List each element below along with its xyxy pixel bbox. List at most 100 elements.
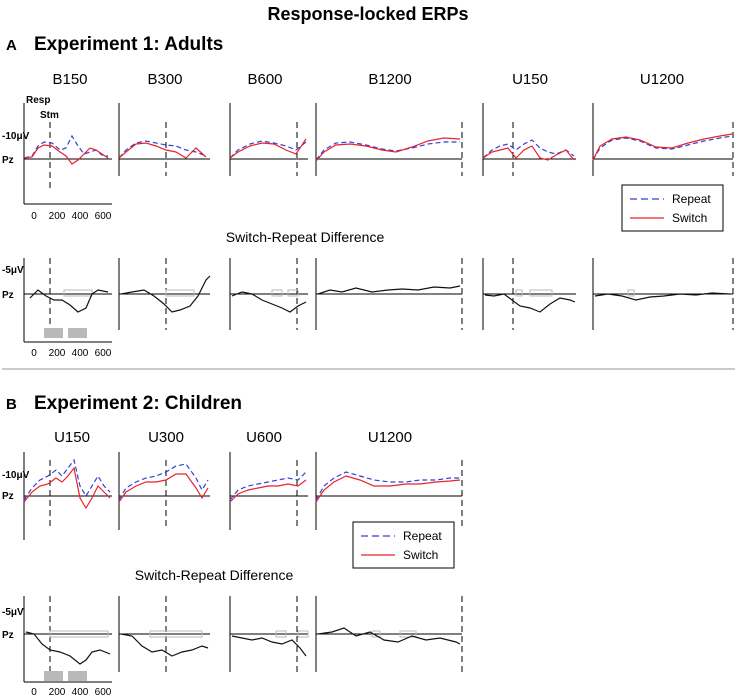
sig-window [49,630,109,638]
cond-label-u600: U600 [246,429,282,446]
tick-400: 400 [72,211,89,222]
panel-b-diff-electrode: Pz [2,630,14,641]
panel-a-erp-scale: -10μV [2,131,30,142]
repeat-line-u1200 [592,135,733,161]
sig-window [287,289,299,297]
panel-b-difference-plots [23,596,463,683]
switch-line-u150 [482,145,575,161]
repeat-line-b150 [23,134,109,159]
panel-a-condition-labels: B150 B300 B600 B1200 U150 U1200 [52,71,684,88]
panel-a-diff-scale: -5μV [2,265,24,276]
cond-label-b300: B300 [147,71,182,88]
legend-switch-label: Switch [672,211,707,225]
panel-a-erp-plots [23,103,734,205]
tick-200: 200 [49,211,66,222]
tick-200: 200 [49,687,66,698]
cond-label-b600: B600 [247,71,282,88]
sig-window [529,289,553,297]
diff-line-u300 [120,633,209,657]
repeat-line-b300 [118,140,207,159]
tick-600: 600 [95,687,112,698]
switch-line-b1200 [315,137,461,162]
switch-line-u1200 [315,475,461,503]
diff-line-u1200 [594,292,731,301]
legend-repeat-label: Repeat [672,192,711,206]
sig-window [63,289,93,297]
tick-0: 0 [31,211,37,222]
legend-repeat-label: Repeat [403,529,442,543]
diff-line-b1200 [317,285,461,295]
panel-b-erp-plots [23,452,463,540]
repeat-line-u600 [229,471,307,501]
tick-0: 0 [31,687,37,698]
panel-a-legend: Repeat Switch [621,184,724,232]
sig-window [149,630,203,638]
repeat-line-b1200 [315,141,460,161]
panel-b-erp-scale: -10μV [2,470,30,481]
switch-line-b600 [229,138,307,159]
repeat-line-u300 [118,463,209,501]
repeat-line-u150 [482,139,575,159]
cond-label-u150: U150 [512,71,548,88]
diff-line-b600 [231,291,307,313]
panel-a-x-ticks: 0 200 400 600 [31,211,112,222]
switch-line-u1200 [592,133,733,161]
panel-b-erp-electrode: Pz [2,491,14,502]
cond-label-u300: U300 [148,429,184,446]
sig-window [627,289,635,297]
sig-bar-1 [44,671,63,681]
panel-a-erp-electrode: Pz [2,155,14,166]
diff-line-u600 [231,635,307,657]
switch-line-b300 [118,142,207,159]
diff-line-b300 [120,275,211,313]
sig-window [515,289,523,297]
tick-0: 0 [31,348,37,359]
panel-b-diff-scale: -5μV [2,607,24,618]
legend-box [621,184,724,232]
stm-label: Stm [40,110,59,121]
panel-a-difference-plots [23,258,734,343]
legend-switch-label: Switch [403,548,438,562]
repeat-line-u150 [23,458,111,501]
figure-title: Response-locked ERPs [267,4,468,24]
cond-label-u1200: U1200 [640,71,684,88]
resp-label: Resp [26,95,50,106]
repeat-line-b600 [229,140,307,159]
panel-b-condition-labels: U150 U300 U600 U1200 [54,429,412,446]
diff-line-u150 [484,293,576,313]
sig-window [165,289,195,297]
switch-line-u300 [118,473,209,503]
panel-a-diff-x-ticks: 0 200 400 600 [31,348,112,359]
panel-a-diff-title: Switch-Repeat Difference [226,229,385,245]
diff-line-u1200 [317,627,461,645]
sig-window [271,289,283,297]
cond-label-b150: B150 [52,71,87,88]
cond-label-u150: U150 [54,429,90,446]
cond-label-u1200: U1200 [368,429,412,446]
tick-600: 600 [95,348,112,359]
switch-line-b150 [23,144,109,165]
panel-b-letter: B [6,396,17,413]
sig-window [399,630,417,638]
sig-bar-1 [44,328,63,338]
switch-line-u150 [23,466,111,510]
sig-window [371,630,381,638]
panel-b-diff-title: Switch-Repeat Difference [135,567,294,583]
tick-400: 400 [72,348,89,359]
tick-200: 200 [49,348,66,359]
switch-line-u600 [229,479,307,503]
sig-window [297,630,309,638]
diff-line-u150 [25,631,111,665]
tick-600: 600 [95,211,112,222]
panel-a-letter: A [6,37,17,54]
panel-b-legend: Repeat Switch [352,521,455,569]
legend-box [352,521,455,569]
panel-a-heading: Experiment 1: Adults [34,34,223,55]
panel-a-diff-electrode: Pz [2,290,14,301]
diff-line-b150 [29,289,109,313]
cond-label-b1200: B1200 [368,71,411,88]
sig-bar-2 [68,671,87,681]
sig-window [275,630,287,638]
panel-b-diff-x-ticks: 0 200 400 600 [31,687,112,698]
